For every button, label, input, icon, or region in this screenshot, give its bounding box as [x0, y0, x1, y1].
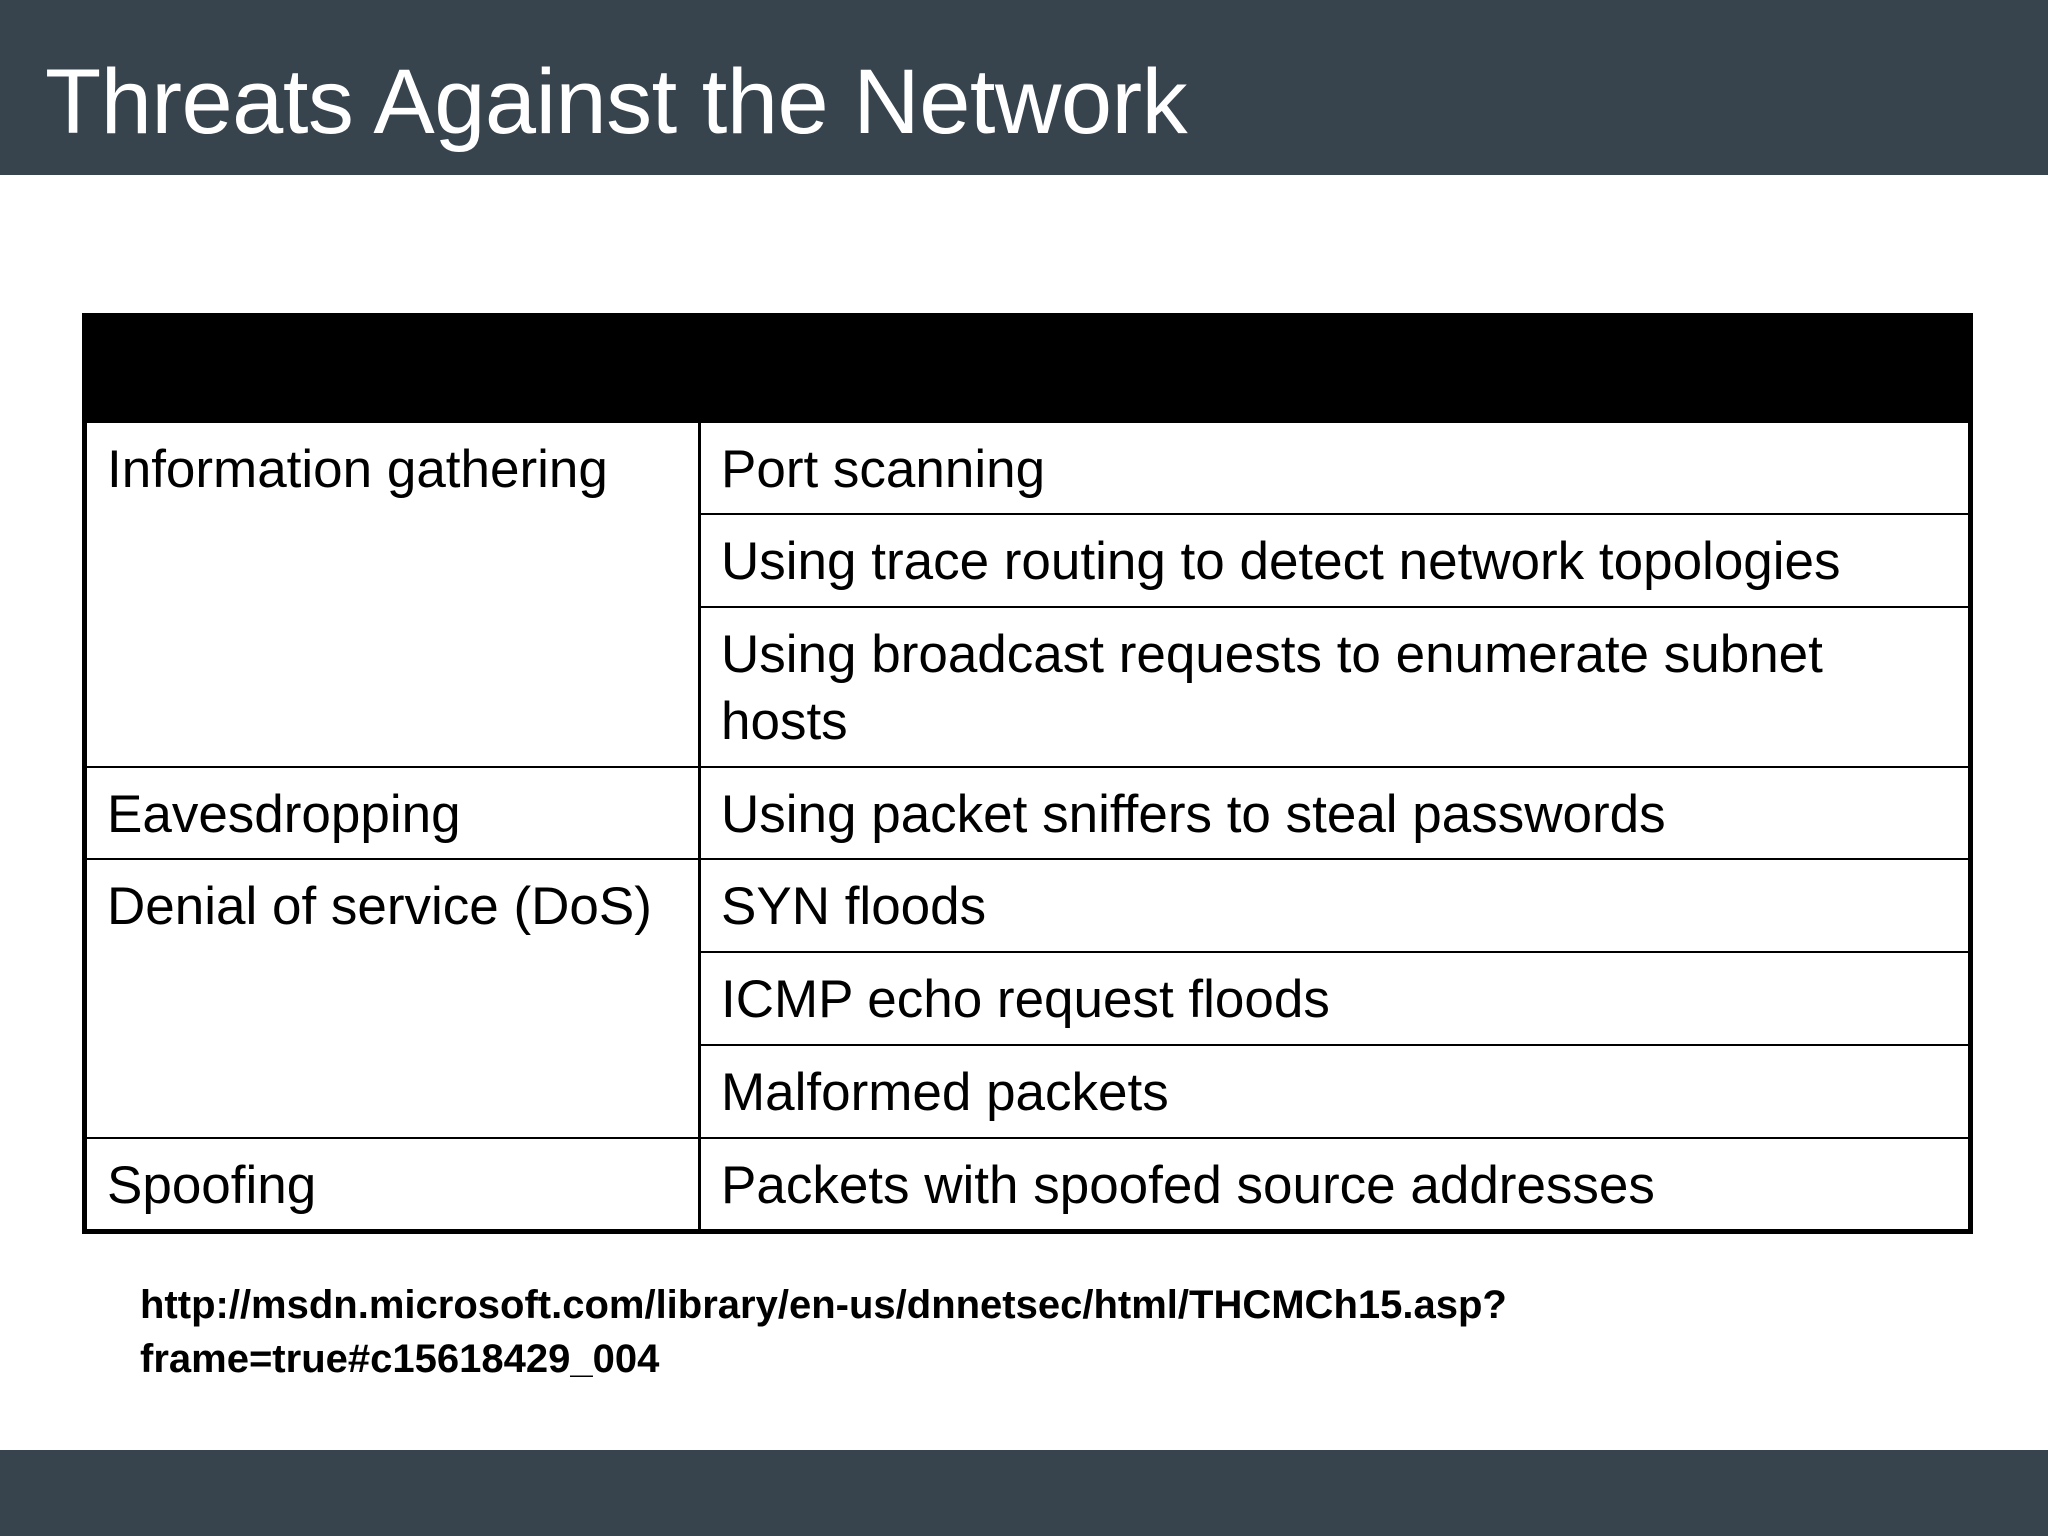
example-cell: SYN floods	[698, 858, 1972, 954]
example-cell: Malformed packets	[698, 1043, 1972, 1139]
example-cell: Using packet sniffers to steal passwords	[698, 765, 1972, 861]
category-information-gathering: Information gathering	[83, 420, 701, 768]
category-denial-of-service: Denial of service (DoS)	[83, 858, 701, 1139]
table-row: Information gathering Port scanning	[83, 420, 1972, 768]
footer-bar	[0, 1450, 2048, 1536]
table-header-cell-category	[83, 314, 701, 423]
table-row: Spoofing Packets with spoofed source add…	[83, 1136, 1972, 1233]
table-row: Eavesdropping Using packet sniffers to s…	[83, 765, 1972, 861]
category-spoofing: Spoofing	[83, 1136, 701, 1233]
slide-title: Threats Against the Network	[45, 51, 1188, 153]
example-cell: ICMP echo request floods	[698, 951, 1972, 1046]
example-cell: Using trace routing to detect network to…	[698, 513, 1972, 609]
example-cell: Using broadcast requests to enumerate su…	[698, 606, 1972, 768]
source-url-line-1: http://msdn.microsoft.com/library/en-us/…	[140, 1283, 1507, 1327]
table-row: Malformed packets	[85, 1043, 1972, 1139]
table-row: Using trace routing to detect network to…	[85, 513, 1972, 609]
example-cell: Packets with spoofed source addresses	[698, 1136, 1972, 1233]
table-row: ICMP echo request floods	[85, 951, 1972, 1046]
example-cell: Port scanning	[698, 420, 1972, 516]
table-header-cell-example	[698, 314, 1972, 423]
table-row: Using broadcast requests to enumerate su…	[85, 606, 1972, 768]
table-header-row	[83, 314, 1972, 423]
category-eavesdropping: Eavesdropping	[83, 765, 701, 861]
table-row: Denial of service (DoS) SYN floods	[83, 858, 1972, 1139]
threats-table: Information gathering Port scanning Usin…	[82, 313, 1973, 1235]
source-url-line-2: frame=true#c15618429_004	[140, 1337, 660, 1381]
title-bar: Threats Against the Network	[0, 0, 2048, 175]
source-reference: http://msdn.microsoft.com/library/en-us/…	[140, 1278, 1840, 1386]
